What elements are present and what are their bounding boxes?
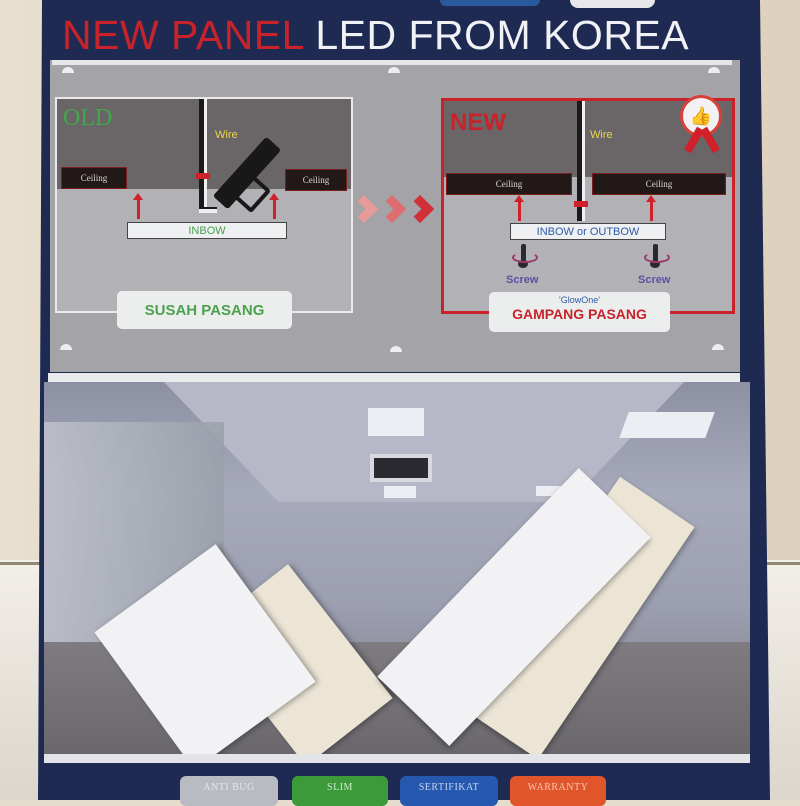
page-title: NEW PANEL LED FROM KOREA (62, 12, 742, 60)
screw-label: Screw (506, 274, 539, 286)
old-method-panel: OLD Wire Ceiling Ceiling INBOW (55, 97, 353, 313)
photo-top-border (48, 373, 740, 382)
ceiling-plane (164, 382, 684, 502)
arrow-up-icon (269, 193, 279, 219)
rivet-icon (708, 67, 720, 73)
fixture-inbow-outbow: INBOW or OUTBOW (510, 223, 666, 240)
new-method-panel: NEW Wire 👍 Ceiling Ceiling INBOW or OUTB… (441, 95, 735, 314)
badge-fragment (570, 0, 655, 8)
caption-susah-pasang: SUSAH PASANG (117, 291, 292, 329)
title-red: NEW PANEL (62, 12, 304, 58)
ceiling-light (384, 486, 416, 498)
arrow-up-icon (514, 195, 524, 221)
screw-icon (512, 244, 538, 270)
arrow-up-icon (133, 193, 143, 219)
ceiling-light (368, 408, 424, 436)
feature-anti-bug: ANTI BUG (180, 776, 278, 806)
old-label: OLD (63, 105, 113, 131)
fixture-inbow: INBOW (127, 222, 287, 239)
photo-bottom-border (44, 754, 750, 763)
triple-chevron-right-icon (350, 193, 445, 239)
ac-vent (370, 454, 432, 482)
screw-icon (644, 244, 670, 270)
wire-clip-icon (574, 201, 588, 207)
wire-icon (577, 101, 585, 221)
chevron-right-icon (406, 193, 434, 233)
new-label: NEW (450, 109, 506, 136)
rivet-icon (390, 346, 402, 352)
arrow-up-icon (646, 195, 656, 221)
ceiling-right: Ceiling (592, 173, 726, 195)
diagram-top-stripe (52, 60, 732, 65)
brand-logo-fragment (440, 0, 540, 6)
feature-sertifikat: SERTIFIKAT (400, 776, 498, 806)
office-photo (44, 382, 750, 754)
wire-label: Wire (590, 129, 613, 141)
wire-label: Wire (215, 129, 238, 141)
wire-bend (199, 207, 217, 213)
ceiling-light (619, 412, 715, 438)
caption-gampang-pasang: 'GlowOne' GAMPANG PASANG (489, 292, 670, 332)
feature-warranty: WARRANTY (510, 776, 606, 806)
screw-label: Screw (638, 274, 671, 286)
rivet-icon (60, 344, 72, 350)
brand-name: 'GlowOne' (559, 295, 600, 305)
chevron-right-icon (378, 193, 406, 233)
ceiling-right: Ceiling (285, 169, 347, 191)
ceiling-left: Ceiling (61, 167, 127, 189)
chevron-right-icon (350, 193, 378, 233)
wire-icon (199, 99, 207, 211)
title-white: LED FROM KOREA (315, 12, 690, 58)
caption-main: GAMPANG PASANG (512, 306, 647, 322)
feature-slim: SLIM (292, 776, 388, 806)
wire-clip-icon (196, 173, 210, 179)
rivet-icon (388, 67, 400, 73)
rivet-icon (62, 67, 74, 73)
ceiling-left: Ceiling (446, 173, 572, 195)
rivet-icon (712, 344, 724, 350)
